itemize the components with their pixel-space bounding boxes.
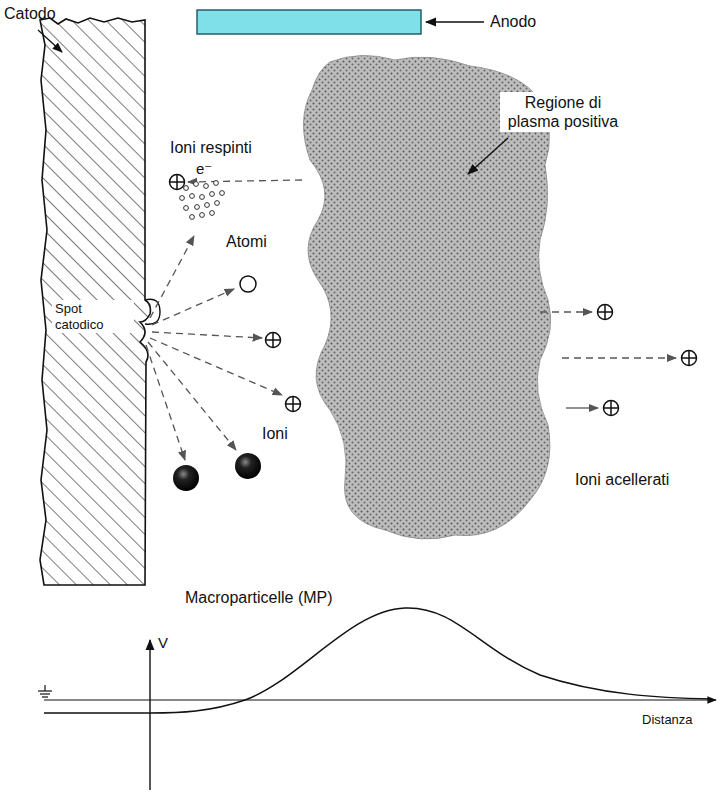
atom (240, 276, 256, 292)
anode-bar (197, 10, 421, 34)
ion (266, 333, 281, 348)
repelled-ions-label: Ioni respinti (170, 138, 252, 157)
axis-label: Distanza (642, 712, 693, 728)
ions-label: Ioni (262, 424, 288, 443)
repelled-ion (170, 175, 185, 190)
plasma-leader (468, 138, 508, 174)
catodo-leader (38, 30, 62, 52)
cathode-slab (40, 18, 150, 585)
v-axis (149, 640, 150, 790)
accelerated-ion (604, 401, 619, 416)
repelled-ion-path (188, 180, 302, 182)
emission-paths (146, 236, 282, 460)
macroparticles-label: Macroparticelle (MP) (185, 588, 333, 607)
atoms-label: Atomi (226, 232, 267, 251)
potential-curve (44, 608, 712, 713)
acceleration-paths (540, 312, 676, 408)
anode-label: Anodo (490, 12, 536, 31)
plasma-label: Regione di plasma positiva (500, 92, 626, 132)
macroparticle (235, 453, 261, 479)
ground-symbol (38, 685, 52, 697)
axis-label: V (158, 634, 168, 652)
macroparticle (173, 465, 199, 491)
electron-label: e⁻ (196, 160, 212, 178)
accelerated-ion (598, 305, 613, 320)
cathode-label: Catodo (4, 4, 56, 23)
ion (286, 397, 301, 412)
anodo-leader (426, 21, 484, 22)
electron-cluster (180, 181, 225, 220)
accelerated-ion (682, 351, 697, 366)
accelerated-ions-label: Ioni acellerati (575, 470, 669, 489)
spot-label: Spot catodico (52, 300, 134, 333)
distance-axis (44, 699, 716, 700)
